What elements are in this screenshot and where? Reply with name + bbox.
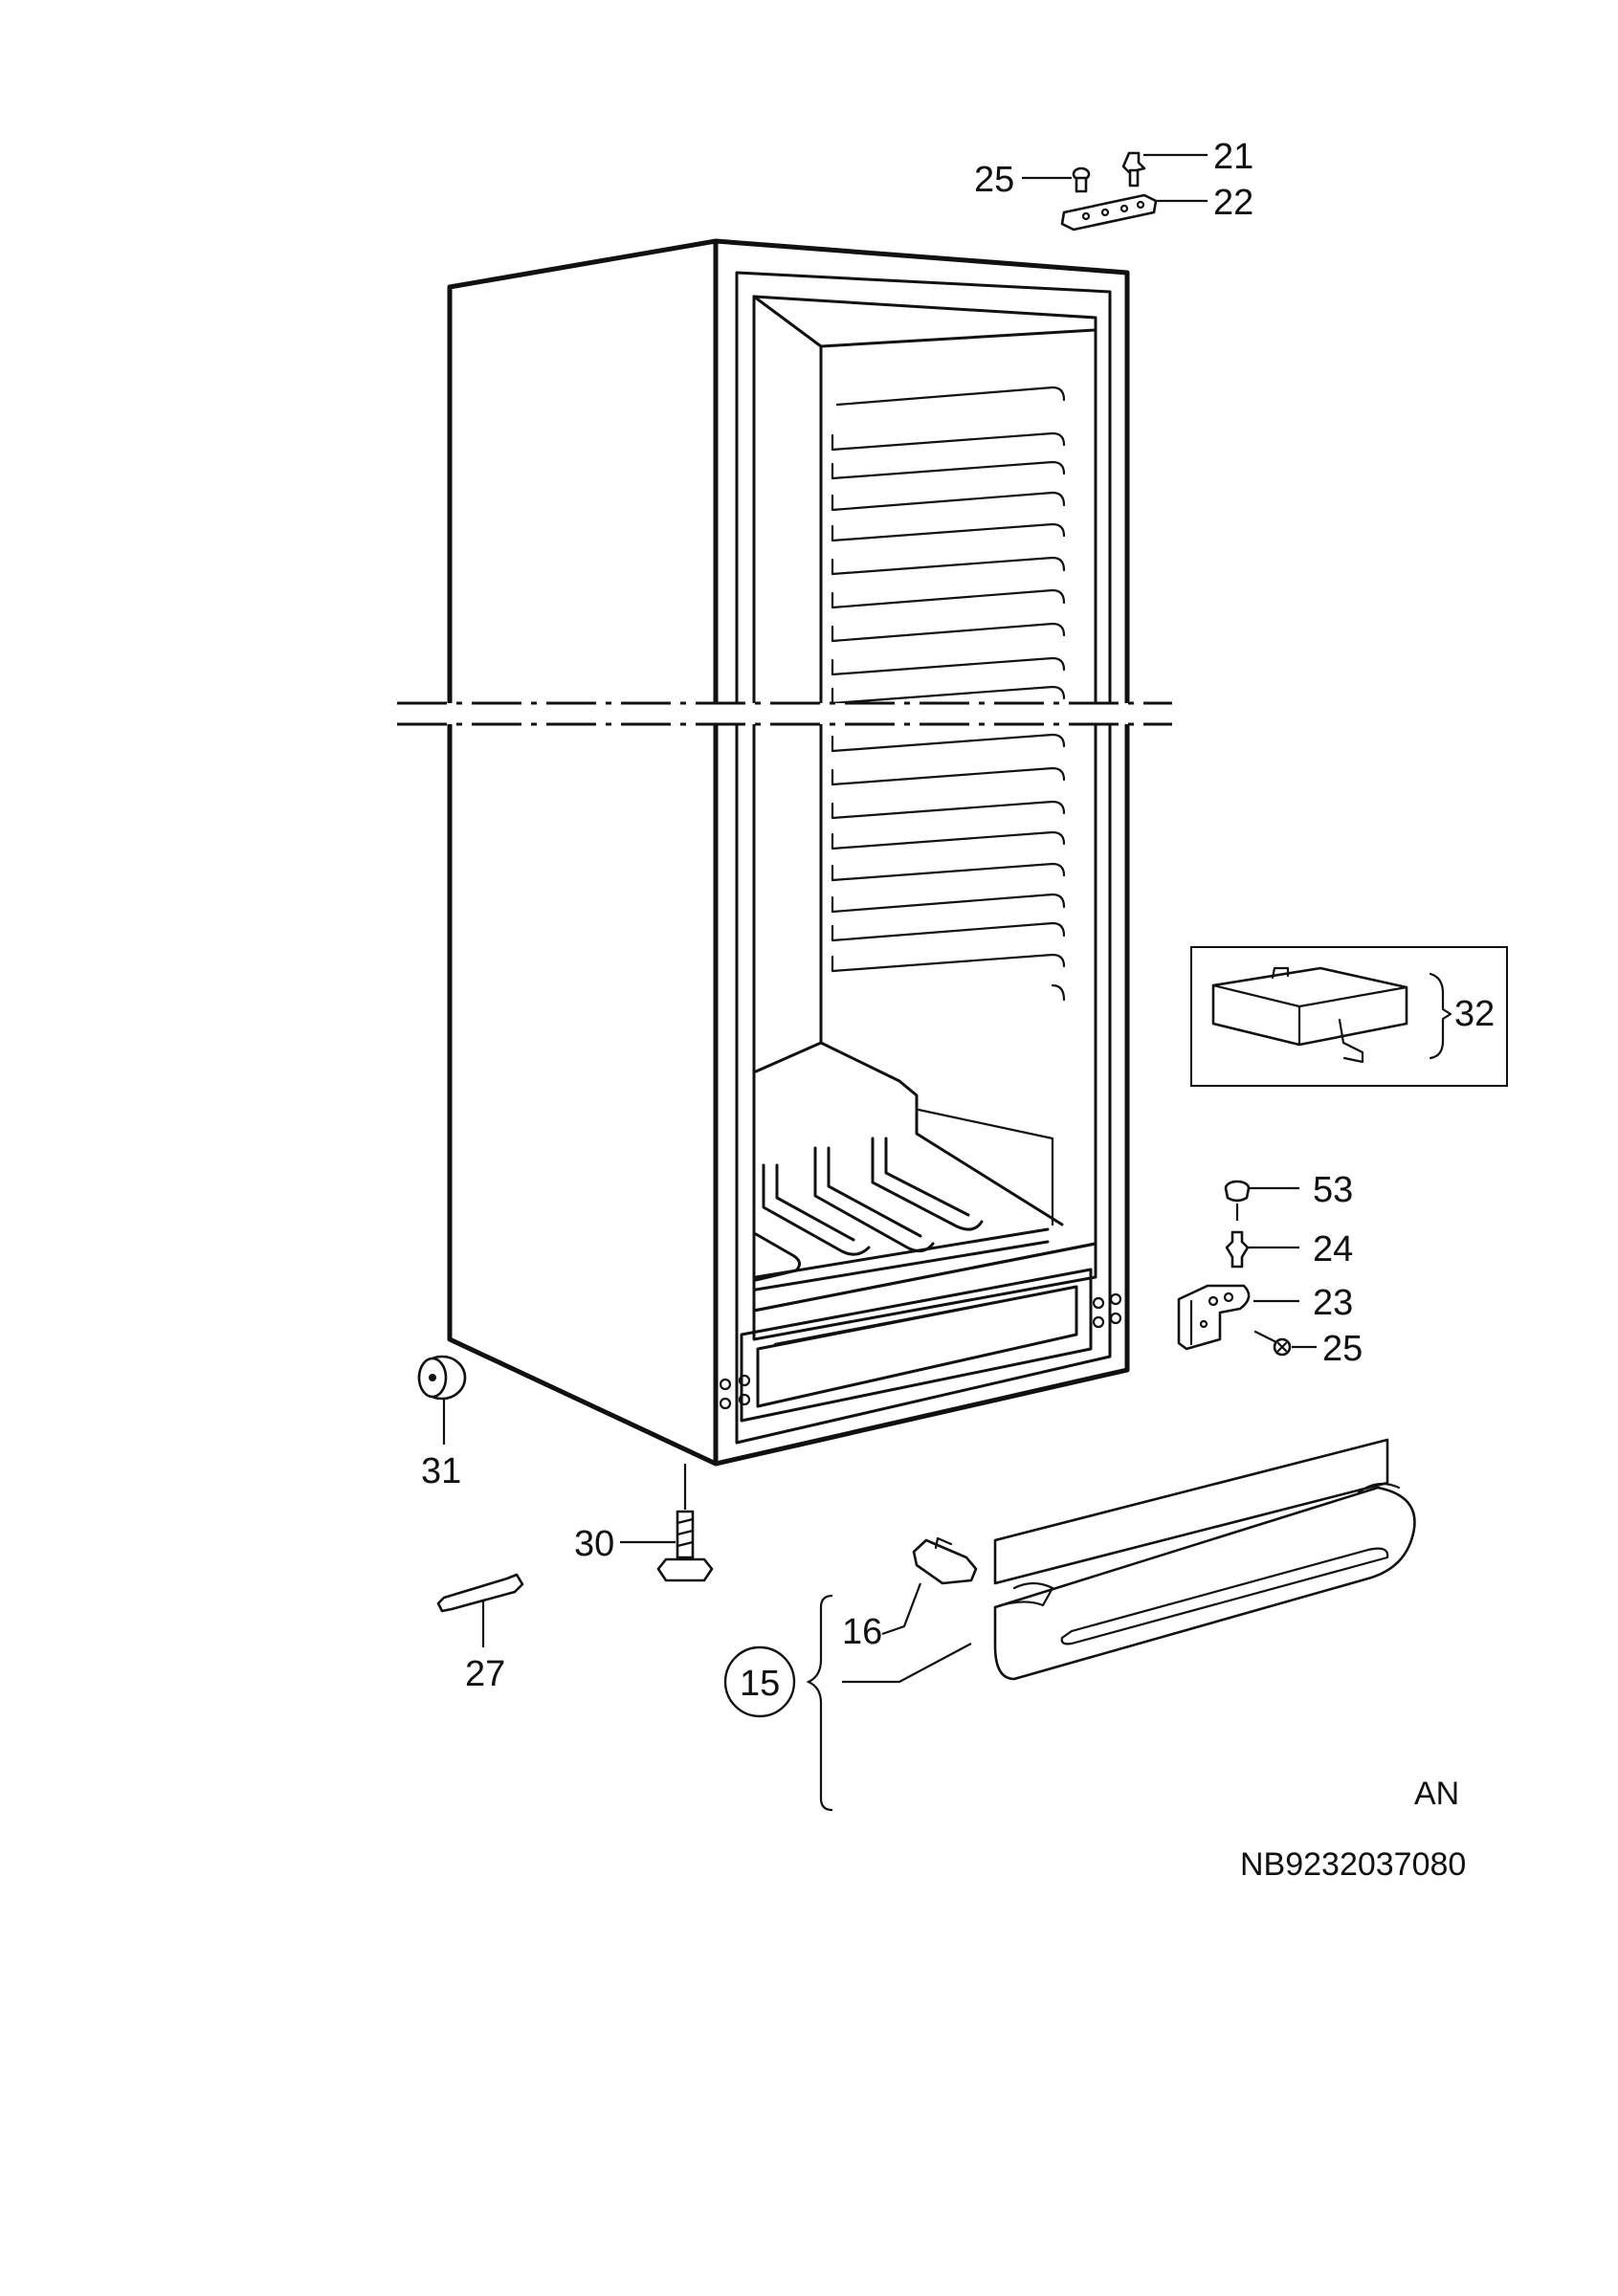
part-16-clip (912, 1536, 978, 1585)
part-27-wrench (436, 1573, 524, 1613)
diagram-reference-number: NB9232037080 (1240, 1846, 1466, 1883)
leader-lines (442, 153, 1317, 1684)
part-15-kick-plate (993, 1438, 1416, 1681)
callout-53: 53 (1313, 1170, 1353, 1210)
part-25-screw-bottom (1253, 1330, 1292, 1357)
callout-23: 23 (1313, 1283, 1353, 1323)
callout-15: 15 (740, 1664, 780, 1704)
callout-25-top: 25 (974, 160, 1014, 200)
part-53-cap (1224, 1180, 1251, 1203)
part-32-box (1190, 946, 1508, 1087)
part-30-adjustable-foot (656, 1510, 714, 1582)
part-25-screw-top (1072, 166, 1091, 193)
part-21-hinge-pin (1121, 151, 1146, 188)
callout-30: 30 (574, 1524, 614, 1564)
callout-labels: 21 22 25 32 53 24 23 25 31 30 27 16 15 (421, 137, 1495, 1704)
callout-32: 32 (1454, 994, 1495, 1034)
part-23-hinge (1177, 1284, 1251, 1351)
callout-27: 27 (465, 1654, 505, 1694)
callout-22: 22 (1213, 183, 1253, 223)
cabinet-illustration (392, 238, 1177, 1467)
callout-21: 21 (1213, 137, 1253, 177)
variant-code: AN (1414, 1776, 1459, 1812)
part-31-roller (417, 1355, 467, 1401)
callout-24: 24 (1313, 1229, 1353, 1269)
callout-16: 16 (842, 1612, 882, 1652)
callout-31: 31 (421, 1451, 461, 1491)
callout-25-bottom: 25 (1322, 1329, 1363, 1369)
part-24-pin (1225, 1230, 1250, 1269)
part-22-hinge-bracket (1060, 193, 1158, 232)
part-15-callout-marker (723, 1594, 833, 1812)
footer: AN NB9232037080 (1240, 1776, 1466, 1883)
